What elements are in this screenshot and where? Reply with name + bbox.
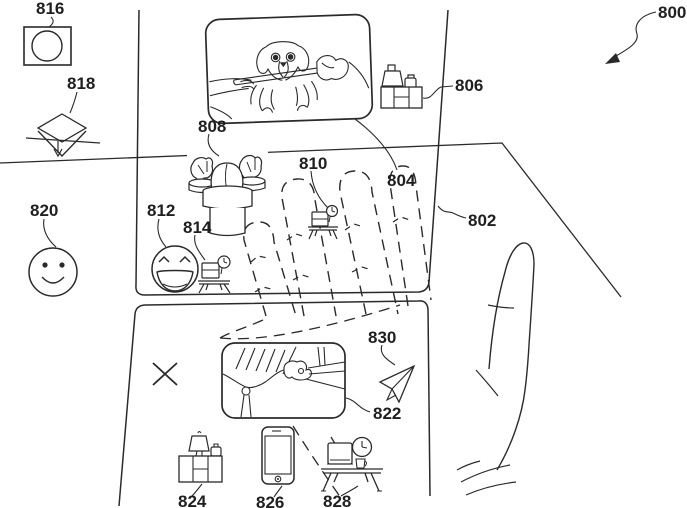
virtual-panel-lower (118, 300, 431, 507)
ref-label-800: 800 (658, 3, 686, 22)
ref-label-816: 816 (36, 0, 64, 18)
ref-label-806: 806 (455, 76, 483, 95)
photo-card-dog (204, 13, 374, 125)
backdrop-plane-edge (0, 142, 622, 298)
send-icon (378, 364, 416, 404)
desk-clock-icon-810 (308, 204, 339, 240)
ref-label-826: 826 (256, 493, 284, 508)
ref-label-802: 802 (468, 211, 496, 230)
photo-card-822 (221, 342, 346, 419)
x-mark-icon (152, 362, 178, 386)
desk-clock-icon-828 (321, 436, 383, 492)
smiley-icon (28, 247, 78, 297)
dog-sketch (209, 41, 370, 120)
ref-label-824: 824 (178, 492, 207, 508)
cabinet-icon-806 (380, 64, 423, 109)
picture-frame-icon (23, 26, 72, 66)
ar-cube-icon (25, 113, 101, 158)
ref-label-830: 830 (368, 328, 396, 347)
smartphone-icon (261, 426, 295, 485)
cabinet-icon-824 (178, 430, 223, 483)
food-platter-808 (187, 149, 268, 237)
zipline-sketch (222, 346, 346, 418)
reference-labels: 816 818 820 812 814 808 810 804 802 806 … (30, 0, 686, 508)
ref-label-812: 812 (147, 201, 175, 220)
ref-label-818: 818 (67, 74, 95, 93)
ref-label-810: 810 (299, 154, 327, 173)
laughing-emoji-icon (151, 245, 199, 293)
ref-label-822: 822 (373, 404, 401, 423)
desk-clock-icon-814 (198, 255, 231, 294)
ref-label-804: 804 (387, 171, 416, 190)
hand-thumb-palm (456, 242, 535, 496)
reference-leaders (43, 11, 657, 498)
ref-label-814: 814 (183, 218, 212, 237)
ref-label-828: 828 (323, 492, 351, 508)
ref-label-808: 808 (198, 117, 226, 136)
hand-fingers-dashed (219, 165, 432, 499)
figure-arrow-800 (605, 11, 657, 64)
ref-label-820: 820 (30, 201, 58, 220)
virtual-panel-802 (135, 9, 449, 296)
